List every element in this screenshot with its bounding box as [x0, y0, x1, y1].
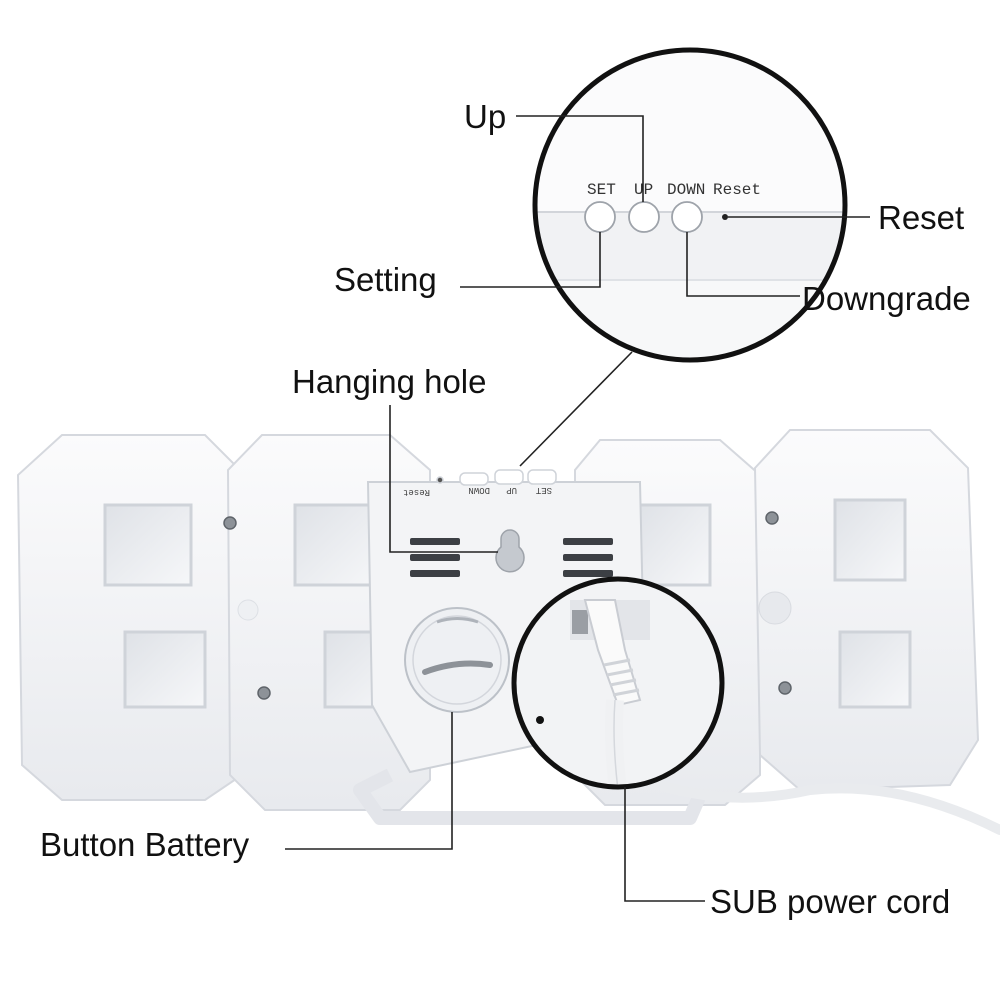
- leader-zoom-connector: [519, 351, 633, 467]
- leader-downgrade: [686, 232, 800, 297]
- set-button-visual: [584, 201, 616, 233]
- back-label-reset: Reset: [403, 487, 430, 497]
- callout-downgrade: Downgrade: [802, 280, 971, 317]
- screws: [223, 511, 792, 700]
- vents: [410, 538, 613, 577]
- callout-up: Up: [464, 98, 507, 135]
- leader-lines: [285, 115, 870, 902]
- light-sensor-left: [237, 599, 259, 621]
- leader-up: [516, 115, 644, 202]
- leader-button-battery: [285, 712, 453, 850]
- up-button-visual: [628, 201, 660, 233]
- callout-sub-power-cord: SUB power cord: [710, 883, 951, 920]
- callout-hanging-hole: Hanging hole: [292, 363, 487, 400]
- light-sensor-right: [758, 591, 792, 625]
- digit-4: [753, 429, 980, 792]
- down-button-visual: [671, 201, 703, 233]
- leader-hanging-hole: [389, 405, 498, 553]
- zoom-label-set: SET: [587, 181, 616, 199]
- callout-button-battery: Button Battery: [40, 826, 250, 863]
- leader-power-cord: [624, 787, 705, 902]
- back-plate-labels: SET UP DOWN Reset: [403, 485, 552, 497]
- back-label-set: SET: [535, 485, 552, 495]
- button-zoom: SET UP DOWN Reset: [532, 47, 848, 363]
- digit-1: [16, 434, 244, 801]
- callout-reset: Reset: [878, 199, 965, 236]
- zoom-label-reset: Reset: [713, 181, 761, 199]
- hanging-hole: [495, 529, 525, 573]
- back-label-up: UP: [506, 485, 517, 495]
- zoom-label-down: DOWN: [667, 181, 705, 199]
- back-plate-buttons: [436, 469, 557, 486]
- power-cord: [635, 773, 1000, 835]
- reset-hole-visual: [722, 214, 728, 220]
- callout-setting: Setting: [334, 261, 437, 298]
- stand: [353, 768, 707, 825]
- leader-setting: [460, 232, 601, 288]
- battery-cover: [404, 607, 510, 713]
- back-label-down: DOWN: [468, 485, 490, 495]
- cord-zoom: [511, 576, 725, 790]
